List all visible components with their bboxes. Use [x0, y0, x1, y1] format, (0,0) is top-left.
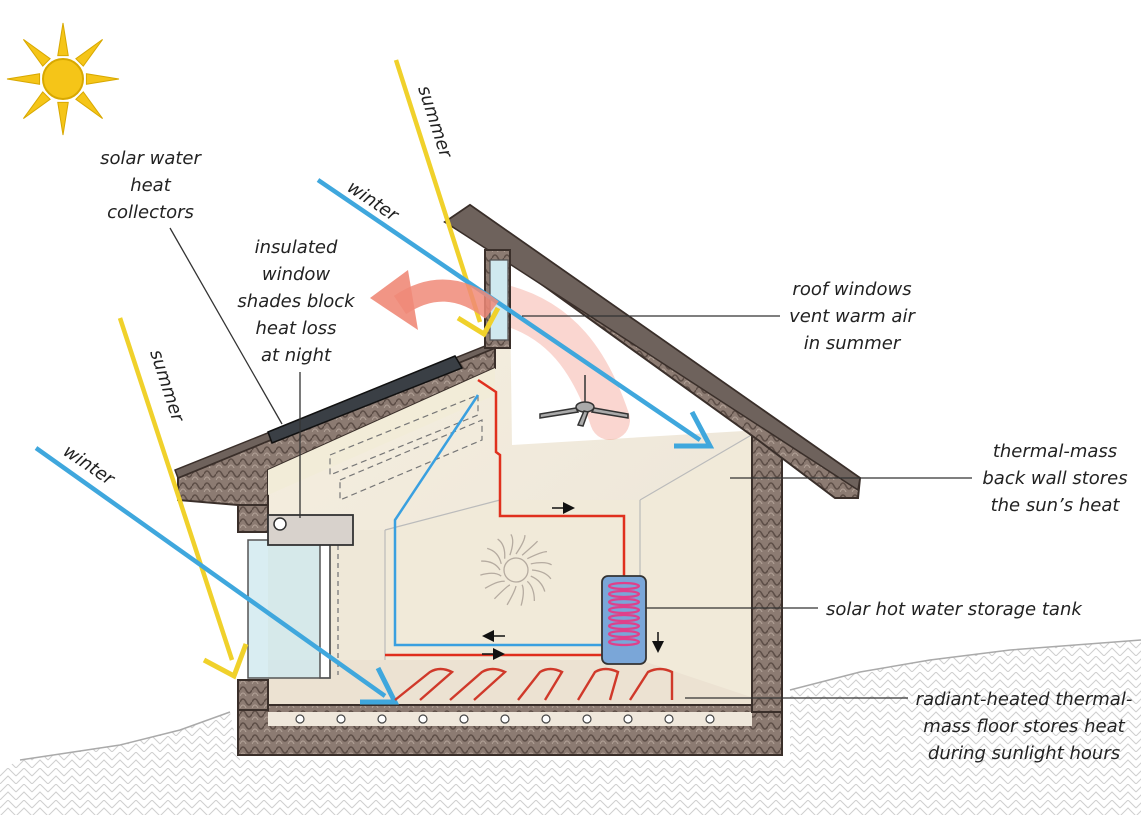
tank-coil-loop: [607, 589, 641, 599]
sun-ray: [57, 22, 69, 57]
label-line: thermal-mass: [992, 441, 1118, 462]
relief-ray: [486, 547, 502, 565]
flow-arrows: [482, 502, 664, 660]
label-line: collectors: [107, 202, 194, 223]
relief-ray: [497, 538, 506, 559]
label-line: heat: [130, 175, 171, 196]
thermal-mass-back-wall: [751, 429, 783, 713]
tank-coil-loop: [607, 629, 641, 639]
tank-coil-loop: [607, 605, 641, 615]
floor-tube-end: [664, 714, 674, 724]
cold-pipe: [393, 394, 602, 647]
summer-ray-label-upper: summer: [413, 83, 456, 162]
floor-tube-end: [582, 714, 592, 724]
floor-tube-end: [500, 714, 510, 724]
label-line: solar water: [100, 148, 201, 169]
label-line: vent warm air: [789, 306, 915, 327]
solar-water-heat-collectors: [267, 355, 464, 444]
sun-ray: [22, 91, 51, 120]
leader-lines: [169, 227, 972, 699]
upper-roof: [443, 203, 862, 499]
warm-air-vent-arrow: [370, 270, 499, 330]
window-shade-housing: [267, 514, 354, 546]
floor-tube-end: [377, 714, 387, 724]
sun-ray: [22, 38, 51, 67]
floor-tube-end: [705, 714, 715, 724]
sun-ray: [85, 73, 120, 85]
ceiling-fan-icon: [539, 375, 629, 427]
label-line: at night: [260, 345, 332, 366]
relief-ray: [515, 535, 526, 555]
sun-icon: [6, 22, 120, 136]
sun-rays: [34, 59, 715, 705]
relief-ray: [530, 575, 546, 592]
floor-tube-end: [459, 714, 469, 724]
sun-relief-icon: [480, 534, 552, 606]
label-line: radiant-heated thermal-: [915, 689, 1133, 710]
hot-pipe: [477, 378, 626, 578]
tank-coil-loop: [607, 597, 641, 607]
label-insulated-shades: insulated window shades block heat loss …: [236, 234, 356, 369]
label-line: the sun’s heat: [990, 495, 1120, 516]
storage-tank-icon: [601, 575, 647, 665]
tank-coil-loop: [607, 637, 641, 647]
label-line: in summer: [803, 333, 901, 354]
floor-tube-ends: [295, 714, 715, 724]
label-line: roof windows: [792, 279, 912, 300]
tank-coil-loop: [607, 613, 641, 623]
relief-ray: [520, 584, 524, 606]
tank-coil-loop: [607, 581, 641, 591]
label-line: mass floor stores heat: [923, 716, 1125, 737]
relief-ray: [530, 562, 552, 566]
label-line: during sunlight hours: [927, 743, 1121, 764]
floor-tube-end: [541, 714, 551, 724]
label-roof-windows: roof windows vent warm air in summer: [782, 276, 922, 357]
label-radiant-floor: radiant-heated thermal- mass floor store…: [908, 686, 1140, 767]
relief-ray: [521, 540, 539, 556]
ground: [0, 639, 1141, 815]
floor-tube-end: [418, 714, 428, 724]
floor-tube-end: [336, 714, 346, 724]
label-line: heat loss: [255, 318, 337, 339]
relief-ray: [506, 585, 517, 606]
label-line: window: [261, 264, 331, 285]
relief-ray: [527, 550, 548, 560]
label-line: shades block: [237, 291, 355, 312]
relief-ray: [493, 584, 511, 600]
floor-slab: [237, 704, 783, 756]
relief-ray: [480, 572, 502, 577]
warm-air-flow: [485, 285, 630, 440]
floor-tube-end: [295, 714, 305, 724]
sun-ray: [75, 38, 104, 67]
label-line: solar hot water storage tank: [826, 599, 1082, 620]
sun-ray: [6, 73, 41, 85]
label-storage-tank: solar hot water storage tank: [826, 596, 1082, 623]
relief-ray: [526, 580, 536, 601]
label-solar-collectors: solar water heat collectors: [88, 145, 213, 226]
floor-tube-end: [623, 714, 633, 724]
relief-ray: [481, 560, 501, 571]
relief-ray: [531, 569, 552, 580]
label-line: insulated: [254, 237, 338, 258]
label-thermal-wall: thermal-mass back wall stores the sun’s …: [970, 438, 1140, 519]
radiant-floor-loops: [394, 667, 674, 701]
sun-ray: [75, 91, 104, 120]
relief-ray: [484, 580, 505, 589]
tank-coil-loop: [607, 621, 641, 631]
front-wall-lower: [237, 679, 269, 711]
label-line: back wall stores: [982, 468, 1128, 489]
relief-ray: [509, 534, 514, 556]
sun-ray: [57, 101, 69, 136]
